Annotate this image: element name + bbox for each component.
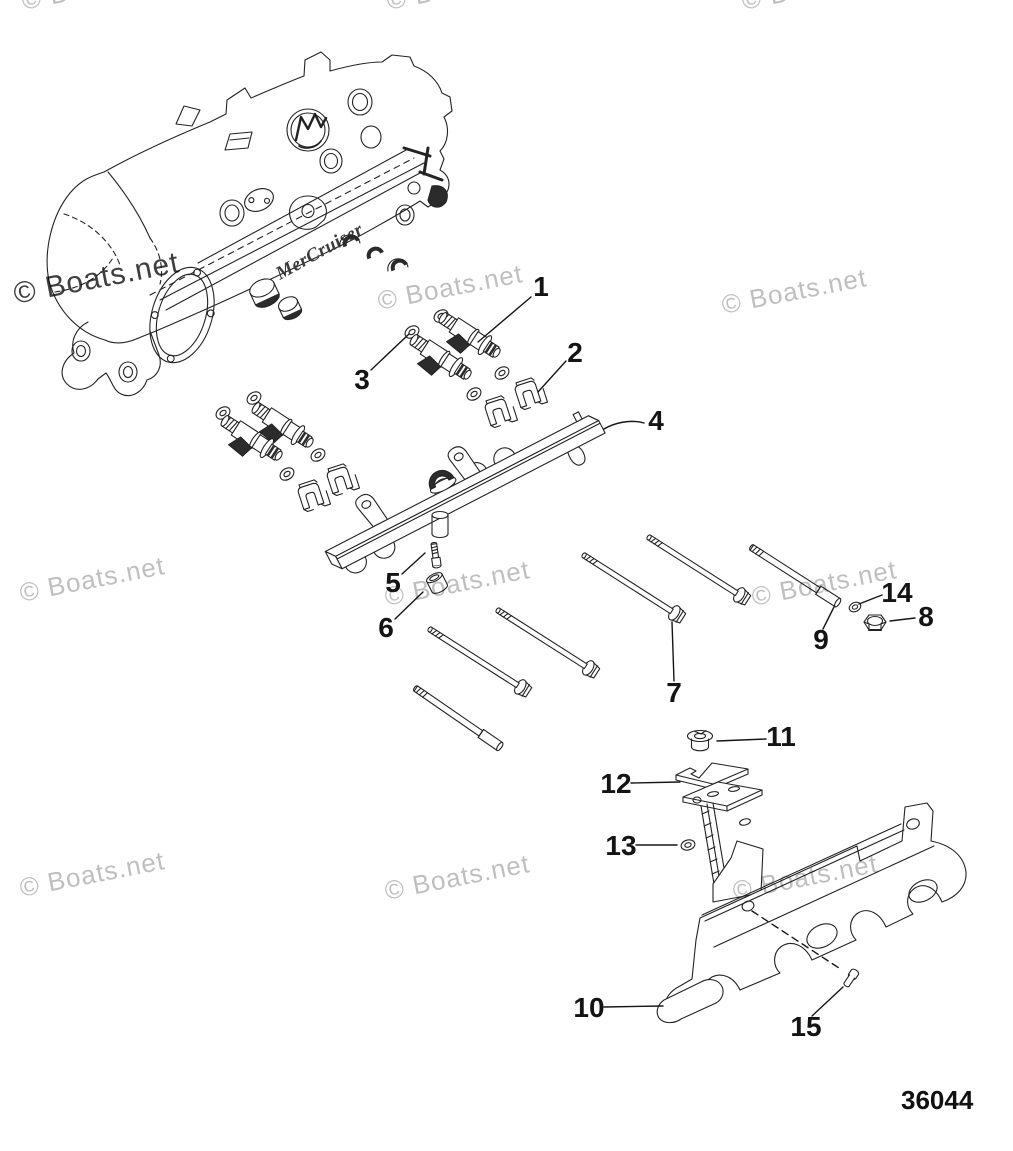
hex-bolt	[642, 529, 753, 608]
callout-10[interactable]: 10	[573, 992, 605, 1023]
regulator-saddle	[428, 469, 457, 494]
callout-13[interactable]: 13	[605, 830, 637, 861]
valve-boss	[431, 510, 449, 539]
callout-9[interactable]: 9	[813, 624, 829, 655]
injector-clip	[324, 460, 361, 497]
hex-bolt	[423, 621, 534, 700]
engine-manifold: MerCruiser	[46, 51, 453, 397]
mercruiser-logo-text: MerCruiser	[271, 219, 367, 285]
callout-4[interactable]: 4	[648, 405, 664, 436]
bracket-arm	[682, 781, 764, 903]
callout-6[interactable]: 6	[378, 612, 394, 643]
callout-3[interactable]: 3	[354, 364, 370, 395]
injector-group-right	[400, 306, 549, 429]
schrader-valve	[430, 541, 442, 569]
pin	[843, 968, 860, 988]
callout-1[interactable]: 1	[533, 271, 549, 302]
callout-14[interactable]: 14	[881, 577, 913, 608]
o-ring	[308, 445, 328, 465]
fuel-rail	[324, 411, 606, 574]
washer	[848, 601, 862, 613]
callout-11[interactable]: 11	[766, 721, 796, 752]
callout-leader-lines	[370, 296, 916, 1017]
grommet	[686, 729, 714, 752]
rail-bracket	[656, 802, 967, 1024]
throttle-linkage	[395, 146, 448, 226]
hex-nut	[863, 614, 887, 631]
injector-clip	[482, 392, 519, 429]
callout-7[interactable]: 7	[666, 677, 682, 708]
valve-cap	[425, 572, 448, 594]
injector-clip	[295, 476, 332, 513]
diagram-number: 36044	[901, 1085, 974, 1115]
callout-2[interactable]: 2	[567, 337, 583, 368]
injector-clip	[512, 374, 549, 411]
callout-15[interactable]: 15	[790, 1011, 822, 1042]
callout-5[interactable]: 5	[385, 567, 401, 598]
mercury-logo-icon	[286, 108, 330, 152]
o-ring-13	[680, 839, 696, 851]
stud	[411, 683, 505, 753]
o-ring	[464, 384, 484, 404]
hex-bolt	[491, 602, 602, 681]
injector-group-left	[211, 388, 361, 513]
callout-8[interactable]: 8	[918, 601, 934, 632]
o-ring	[277, 464, 297, 484]
callout-12[interactable]: 12	[600, 768, 632, 799]
hex-bolt	[577, 547, 688, 626]
o-ring	[492, 363, 512, 383]
